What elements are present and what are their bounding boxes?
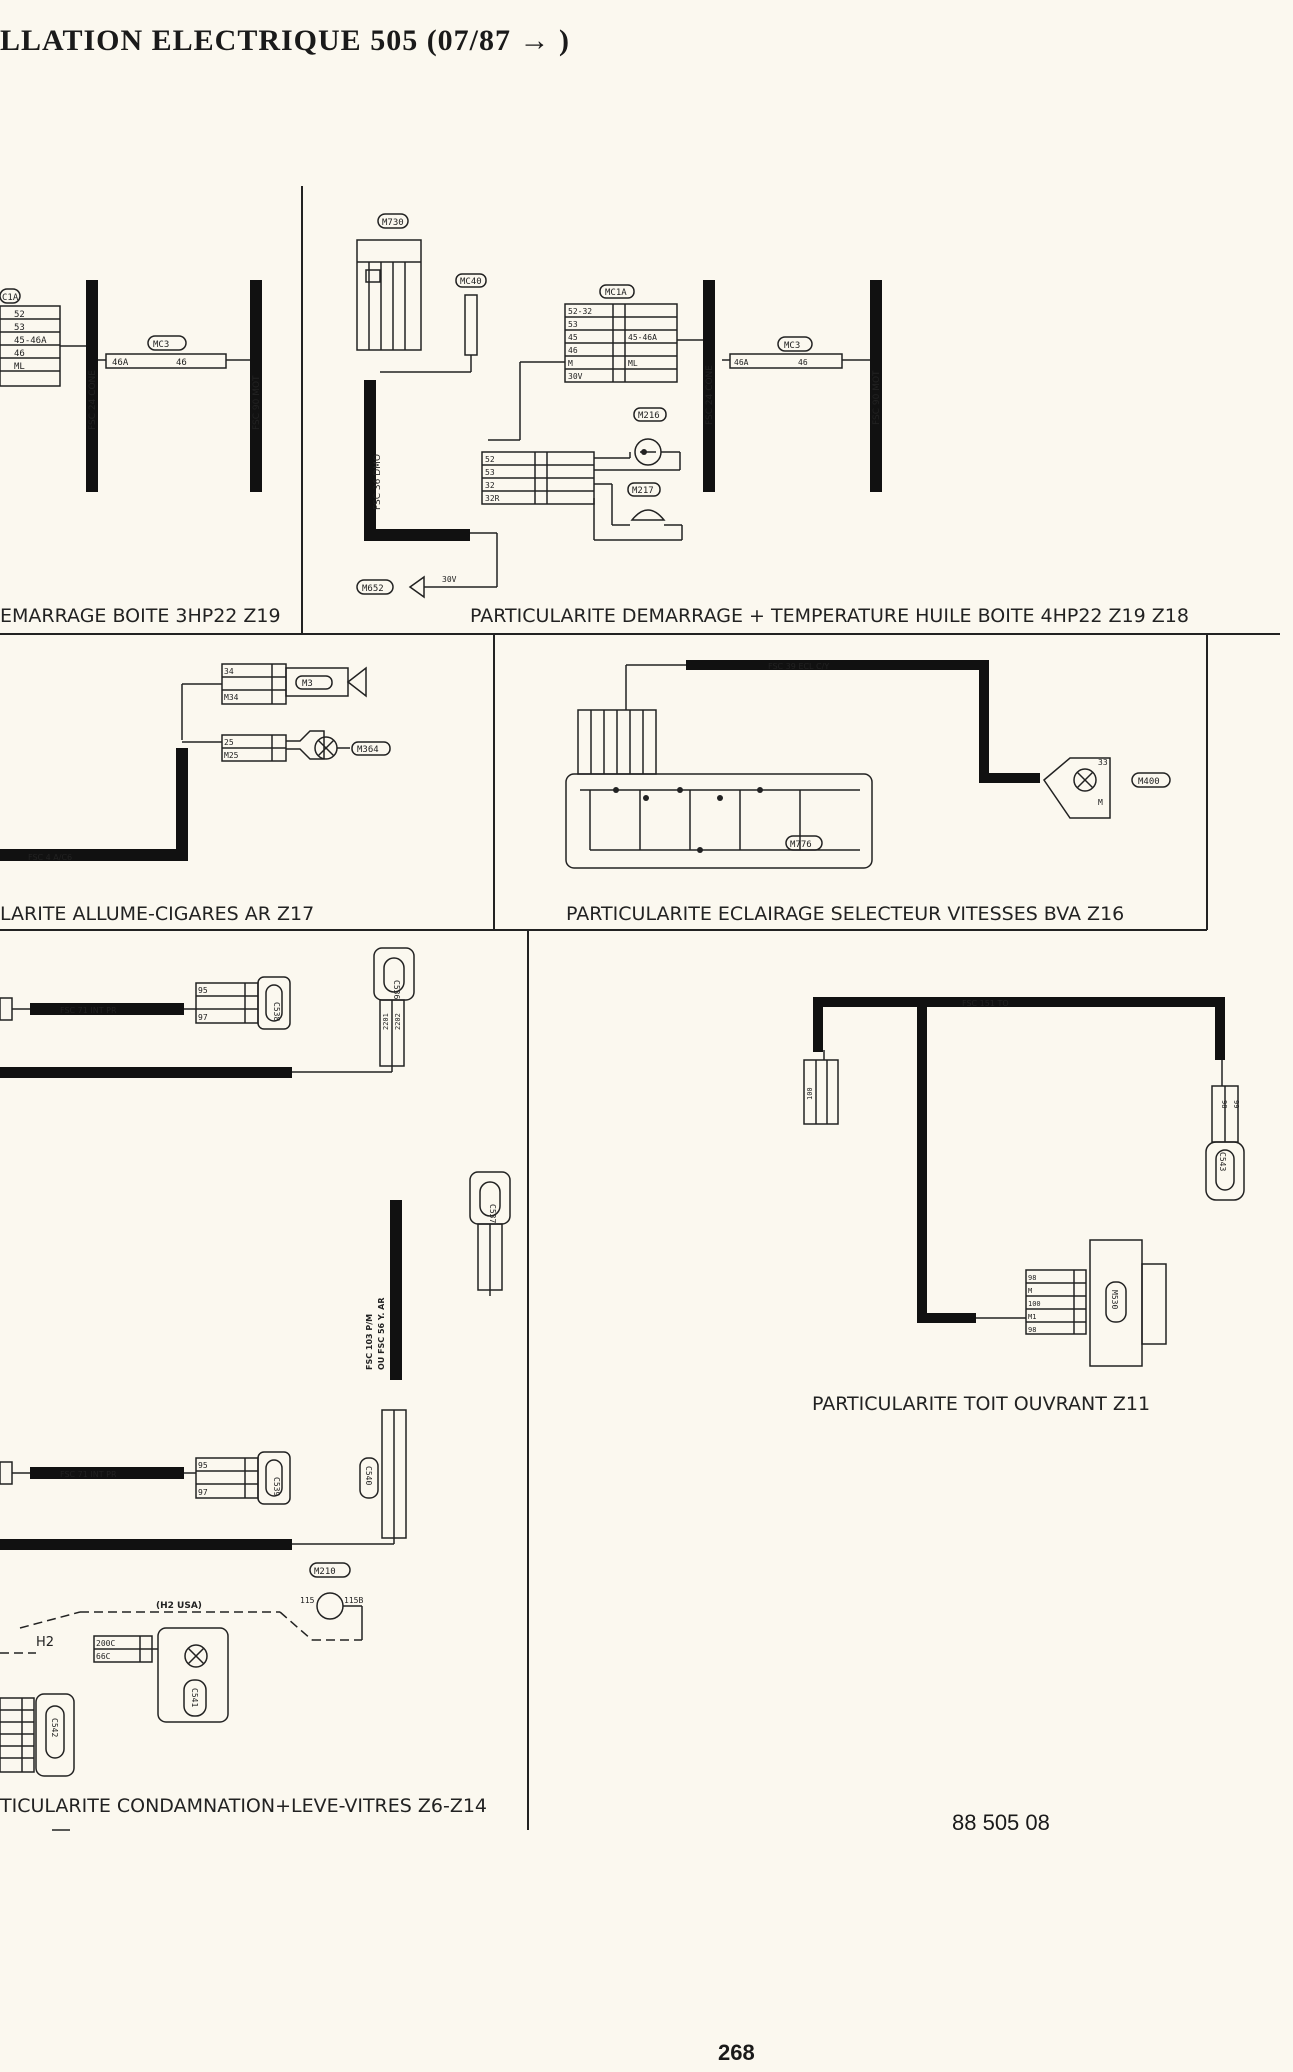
panel-demarrage-temperature-4hp22: M730 MC40 MC1A MC3 M216 M217 M652 52-32 …: [356, 213, 1189, 627]
harness-label: FSC 24 CONE: [88, 370, 98, 430]
harness-label: H2: [36, 1635, 54, 1650]
wire-label: 52-32: [568, 307, 592, 316]
harness-label: FSC 24 CONE: [705, 365, 715, 425]
wire-label: 66C: [96, 1652, 111, 1661]
diagram-reference: 88 505 08: [952, 1810, 1050, 1835]
harness-label: FSC 151 TO: [962, 999, 1009, 1008]
wire-label: 98: [1220, 1100, 1228, 1108]
wire-label: 46: [568, 346, 578, 355]
connector-label: C543: [1218, 1152, 1227, 1171]
wire-label: 46: [14, 349, 25, 359]
wire-label: 46: [176, 358, 187, 368]
harness-label: FSC 90 MOT: [872, 370, 882, 425]
wire-label: 30V: [568, 372, 583, 381]
wire-label: M34: [224, 693, 239, 702]
wire-label: 115: [300, 1596, 315, 1605]
caption-p6: PARTICULARITE TOIT OUVRANT Z11: [812, 1393, 1150, 1415]
connector-label: MC3: [153, 340, 169, 350]
wire-label: 45: [568, 333, 578, 342]
wire-label: 100: [806, 1087, 814, 1100]
panel-demarrage-3hp22: C1A MC3 46A 46 52 53 45-46A 46 ML FSC 24…: [0, 280, 281, 627]
wire-label: 33: [1098, 758, 1108, 767]
harness-label: (H2 USA): [156, 1601, 202, 1611]
wire-label: 98: [1028, 1274, 1036, 1282]
wire-label: 34: [224, 667, 234, 676]
panel-allume-cigares: M3 M364 34 M34 25 M25 FSC 4 A/C6 LARITE …: [0, 663, 391, 925]
wire-label: M25: [224, 751, 239, 760]
connector-label: C1A: [2, 293, 19, 303]
panel-eclairage-selecteur: M776 M400 33 M FSC 39 ECL C/Y PARTICULAR…: [565, 660, 1171, 925]
connector-label: M216: [638, 411, 660, 421]
connector-label: M776: [790, 840, 812, 850]
wire-label: 100: [1028, 1300, 1041, 1308]
harness-label: FSC 71 INT PR: [60, 1470, 117, 1479]
caption-p3: LARITE ALLUME-CIGARES AR Z17: [0, 903, 314, 925]
wire-label: 46A: [112, 358, 129, 368]
connector-label: M217: [632, 486, 654, 496]
wire-label: 32: [485, 481, 495, 490]
caption-p5: TICULARITE CONDAMNATION+LEVE-VITRES Z6-Z…: [0, 1795, 487, 1817]
wire-label: 200C: [96, 1639, 115, 1648]
connector-label: MC40: [460, 277, 482, 287]
wire-label: 97: [198, 1013, 208, 1022]
connector-label: M400: [1138, 777, 1160, 787]
wire-label: 32R: [485, 494, 500, 503]
wire-label: 25: [224, 738, 234, 747]
connector-label: C541: [190, 1688, 199, 1707]
harness-label: FSC 71 INT PR: [60, 1006, 117, 1015]
wire-label: 2202: [394, 1013, 402, 1030]
wire-label: 46: [798, 358, 808, 367]
wire-label: 95: [198, 1461, 208, 1470]
wire-label: 53: [568, 320, 578, 329]
panel-toit-ouvrant: FSC 151 TO C543 M530 98 99 100 98 M 100 …: [803, 997, 1245, 1415]
page-number: 268: [718, 2040, 755, 2065]
wire-label: 45-46A: [628, 333, 657, 342]
page-header-title: LLATION ELECTRIQUE 505 (07/87 → ): [0, 24, 571, 57]
connector-label: C537: [488, 1204, 497, 1223]
wire-label: 98: [1028, 1326, 1036, 1334]
harness-label: FSC 103 P/M: [365, 1314, 374, 1370]
wire-label: 2201: [382, 1013, 390, 1030]
connector-label: MC1A: [605, 288, 627, 298]
wire-label: ML: [628, 359, 638, 368]
connector-label: M364: [357, 745, 379, 755]
wire-label: 97: [198, 1488, 208, 1497]
harness-label: FSC 4 A/C6: [28, 853, 72, 862]
harness-label: FSC 39 ECL C/Y: [768, 662, 829, 671]
panel-condamnation-leve-vitres: FSC 71 INT PR FSC 71 INT PR FSC 103 P/M …: [0, 947, 511, 1831]
wire-label: 46A: [734, 358, 749, 367]
connector-label: C536: [392, 980, 401, 999]
connector-label: M210: [314, 1567, 336, 1577]
connector-label: M730: [382, 218, 404, 228]
connector-label: M652: [362, 584, 384, 594]
connector-label: M530: [1110, 1290, 1119, 1309]
wire-label: 52: [14, 310, 25, 320]
harness-label: FSC 90 MOT: [252, 375, 262, 430]
wire-label: 53: [485, 468, 495, 477]
wire-label: M1: [1028, 1313, 1036, 1321]
wire-label: M: [568, 359, 573, 368]
wire-label: 99: [1232, 1100, 1240, 1108]
connector-label: C540: [364, 1466, 373, 1485]
wire-label: 95: [198, 986, 208, 995]
wire-label: M: [1028, 1287, 1032, 1295]
connector-label: C539: [272, 1477, 281, 1496]
connector-label: MC3: [784, 341, 800, 351]
caption-p4: PARTICULARITE ECLAIRAGE SELECTEUR VITESS…: [566, 903, 1124, 925]
wire-label: 115B: [344, 1596, 363, 1605]
connector-label: M3: [302, 679, 313, 689]
wire-label: 52: [485, 455, 495, 464]
wire-label: 30V: [442, 575, 457, 584]
wire-label: 45-46A: [14, 336, 47, 346]
wire-label: ML: [14, 362, 25, 372]
connector-label: C542: [50, 1718, 59, 1737]
caption-p2: PARTICULARITE DEMARRAGE + TEMPERATURE HU…: [470, 605, 1189, 627]
caption-p1: EMARRAGE BOITE 3HP22 Z19: [0, 605, 281, 627]
harness-label: OU FSC 56 Y. AR: [377, 1297, 386, 1370]
connector-label: C538: [272, 1002, 281, 1021]
harness-label: FSC 36 DMO: [373, 454, 383, 510]
wire-label: 53: [14, 323, 25, 333]
wire-label: M: [1098, 798, 1103, 807]
